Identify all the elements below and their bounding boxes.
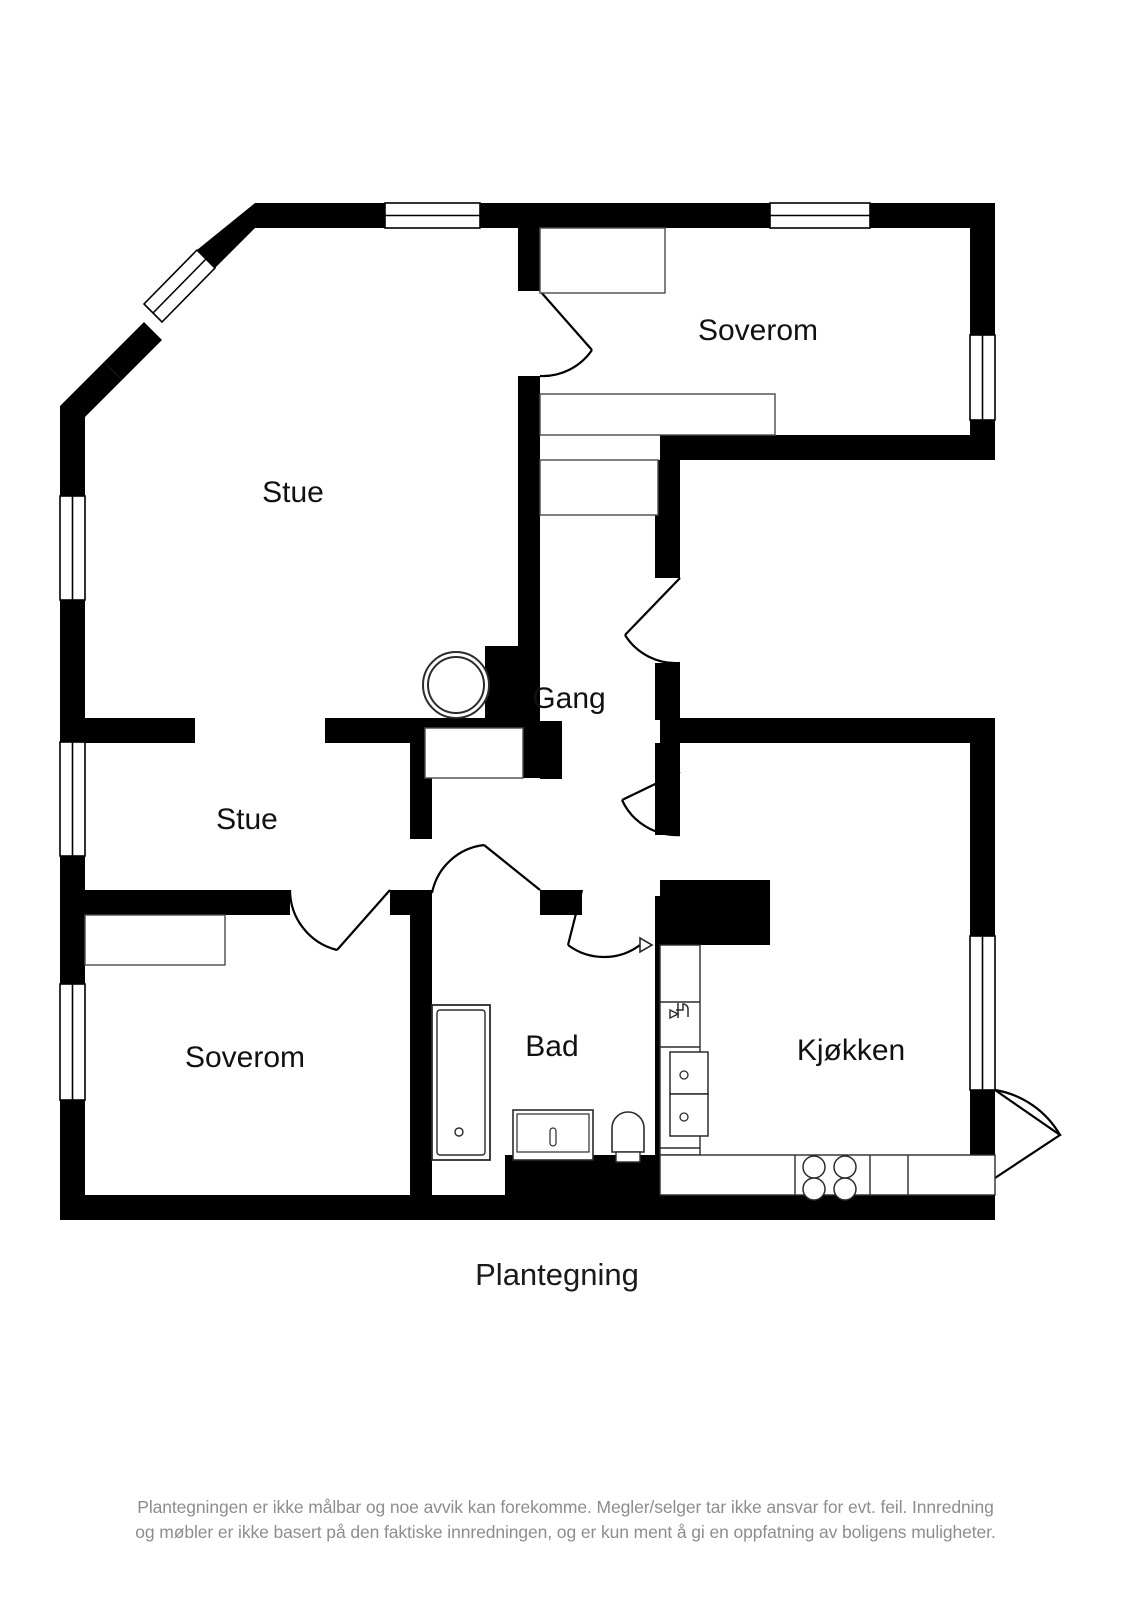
closet-soverom-top-lower xyxy=(539,393,776,436)
disclaimer-text: Plantegningen er ikke målbar og noe avvi… xyxy=(0,1495,1131,1545)
room-label-soverom-lower: Soverom xyxy=(185,1041,305,1074)
toilet-icon xyxy=(611,1111,645,1163)
room-label-bad: Bad xyxy=(525,1030,578,1063)
kitchen-sink-icon xyxy=(669,1003,689,1020)
closet-gang-upper xyxy=(539,459,659,516)
doors xyxy=(288,290,1062,1179)
window-left-3 xyxy=(59,983,86,1101)
window-left-2 xyxy=(59,741,86,857)
vanity-sink-icon xyxy=(512,1109,594,1161)
window-right-2 xyxy=(969,935,996,1091)
walls xyxy=(60,203,995,1220)
window-left-1 xyxy=(59,495,86,601)
room-labels: Stue Soverom Gang Stue Soverom Bad Kjøkk… xyxy=(185,314,905,1074)
door-soverom-top xyxy=(539,290,593,378)
room-label-gang: Gang xyxy=(532,682,605,715)
door-gang-right-lower xyxy=(620,771,681,837)
closet-soverom-top-upper xyxy=(539,227,666,294)
cooktop-icon xyxy=(802,1155,857,1201)
closet-soverom-lower xyxy=(84,914,226,966)
door-entry xyxy=(994,1088,1062,1179)
wood-stove-icon xyxy=(422,651,490,719)
disclaimer-line-2: og møbler er ikke basert på den faktiske… xyxy=(135,1522,996,1542)
room-label-stue-main: Stue xyxy=(262,476,324,509)
room-label-stue-lower: Stue xyxy=(216,803,278,836)
windows xyxy=(59,202,996,1101)
disclaimer-line-1: Plantegningen er ikke målbar og noe avvi… xyxy=(137,1497,994,1517)
door-stue-lower-gang xyxy=(430,843,541,894)
closet-gang-lower xyxy=(424,727,524,779)
door-bad xyxy=(566,889,641,959)
window-top-2 xyxy=(769,202,871,229)
floor-plan-drawing: Stue Soverom Gang Stue Soverom Bad Kjøkk… xyxy=(59,202,1062,1292)
plan-title: Plantegning xyxy=(475,1257,639,1292)
door-soverom-lower xyxy=(288,889,391,952)
window-top-1 xyxy=(384,202,481,229)
window-diagonal xyxy=(142,248,217,324)
room-label-soverom-top: Soverom xyxy=(698,314,818,347)
window-right-1 xyxy=(969,334,996,421)
built-ins xyxy=(84,227,776,966)
bathtub-icon xyxy=(431,1004,491,1161)
door-gang-right-upper xyxy=(624,577,681,665)
floor-plan-svg: Stue Soverom Gang Stue Soverom Bad Kjøkk… xyxy=(59,202,1062,1292)
room-label-kjokken: Kjøkken xyxy=(797,1034,905,1067)
kitchen-counter-bottom xyxy=(659,1154,996,1196)
flue-marker-icon xyxy=(639,936,654,954)
appliance-upper-icon xyxy=(669,1051,709,1095)
appliance-lower-icon xyxy=(669,1093,709,1137)
